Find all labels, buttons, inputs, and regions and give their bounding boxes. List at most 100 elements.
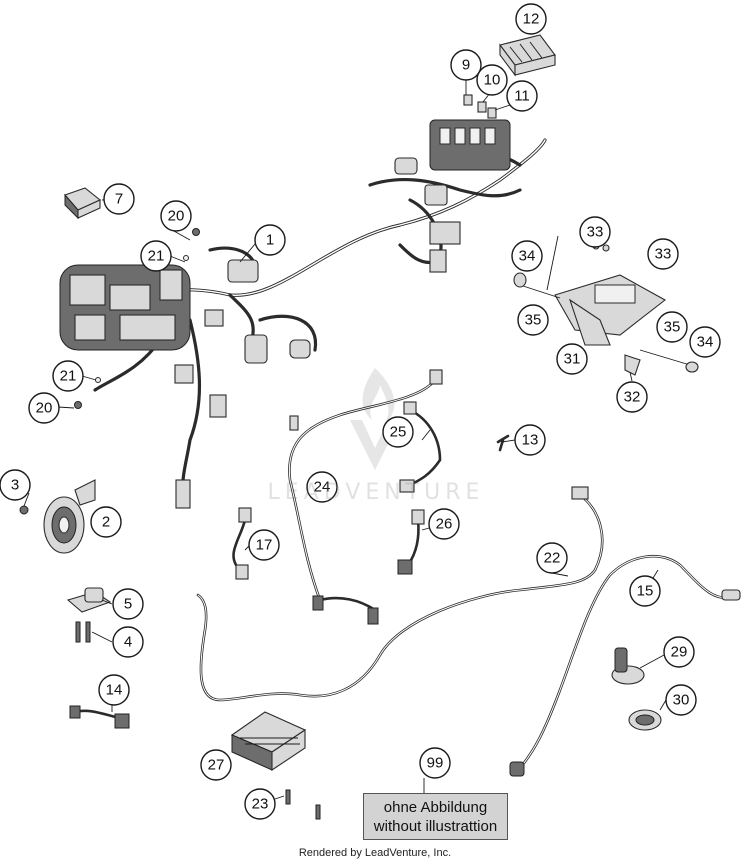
bolt-20-bottom (74, 401, 82, 409)
ignition-lock (611, 647, 645, 685)
callout-34-right: 34 (689, 326, 721, 358)
callout-21-top: 21 (140, 240, 172, 272)
svg-text:33: 33 (587, 224, 604, 241)
svg-text:35: 35 (664, 319, 681, 336)
svg-text:21: 21 (60, 368, 77, 385)
callout-17: 17 (248, 529, 280, 561)
cable-15 (509, 554, 741, 777)
callout-35-left: 35 (517, 304, 549, 336)
svg-text:13: 13 (522, 432, 539, 449)
svg-text:4: 4 (124, 634, 132, 651)
callout-32: 32 (616, 381, 648, 413)
note-line-2: without illustrattion (373, 817, 498, 835)
svg-text:10: 10 (484, 72, 501, 89)
svg-text:24: 24 (314, 479, 331, 496)
main-wiring-harness (59, 119, 547, 509)
callout-12: 12 (515, 3, 547, 35)
callout-35-right: 35 (656, 311, 688, 343)
svg-text:22: 22 (544, 550, 561, 567)
svg-text:9: 9 (462, 57, 470, 74)
nut (19, 505, 29, 515)
callout-30: 30 (665, 684, 697, 716)
callout-29: 29 (663, 636, 695, 668)
mounting-bracket (513, 242, 699, 376)
note-box: ohne Abbildung without illustrattion (363, 793, 508, 840)
callout-24: 24 (306, 471, 338, 503)
svg-text:3: 3 (11, 477, 19, 494)
svg-text:12: 12 (523, 11, 540, 28)
watermark-text: LEADVENTURE (267, 480, 485, 505)
callout-4: 4 (112, 626, 144, 658)
callout-23: 23 (244, 788, 276, 820)
svg-text:23: 23 (252, 796, 269, 813)
callout-22: 22 (536, 542, 568, 574)
callout-25: 25 (382, 416, 414, 448)
svg-text:33: 33 (655, 246, 672, 263)
footer-credit: Rendered by LeadVenture, Inc. (298, 847, 452, 859)
horn (43, 479, 96, 554)
callout-3: 3 (0, 469, 31, 501)
callout-21-bottom: 21 (52, 360, 84, 392)
relay (64, 187, 102, 220)
svg-text:35: 35 (525, 312, 542, 329)
callout-9: 9 (450, 49, 482, 81)
callout-13: 13 (514, 424, 546, 456)
callout-2: 2 (90, 506, 122, 538)
cable-tie (496, 434, 510, 452)
svg-text:99: 99 (427, 755, 444, 772)
svg-text:29: 29 (671, 644, 688, 661)
svg-text:11: 11 (514, 88, 530, 105)
callout-7: 7 (103, 183, 135, 215)
svg-text:2: 2 (102, 514, 110, 531)
svg-text:30: 30 (673, 692, 690, 709)
svg-text:34: 34 (519, 248, 536, 265)
svg-text:1: 1 (266, 232, 274, 249)
svg-text:25: 25 (390, 424, 407, 441)
svg-text:26: 26 (436, 516, 453, 533)
note-line-1: ohne Abbildung (383, 798, 488, 816)
callout-34-left: 34 (511, 240, 543, 272)
fuse-9 (463, 94, 473, 106)
sensor-cable-14 (69, 705, 130, 729)
cable-25 (399, 401, 442, 493)
svg-text:14: 14 (106, 682, 123, 699)
callout-15: 15 (629, 575, 661, 607)
clip (289, 415, 299, 431)
cable-22 (196, 486, 604, 702)
fuse-10 (477, 101, 487, 113)
callout-1: 1 (254, 224, 286, 256)
svg-text:21: 21 (148, 248, 165, 265)
svg-text:34: 34 (697, 334, 714, 351)
svg-text:27: 27 (208, 757, 225, 774)
bolt-20-top (192, 228, 200, 236)
svg-text:15: 15 (637, 583, 654, 600)
callout-33-right: 33 (647, 238, 679, 270)
callout-20-top: 20 (160, 200, 192, 232)
callout-33-left: 33 (579, 216, 611, 248)
svg-text:5: 5 (124, 596, 132, 613)
callout-31: 31 (556, 343, 588, 375)
callout-11: 11 (506, 80, 538, 112)
fuse-11 (487, 107, 497, 119)
washer-21-bottom (95, 377, 101, 383)
voltage-regulator (230, 711, 321, 820)
callout-20-bottom: 20 (28, 392, 60, 424)
callout-26: 26 (428, 508, 460, 540)
fuse-block (499, 34, 556, 77)
cable-26 (397, 509, 425, 575)
svg-text:20: 20 (168, 208, 185, 225)
sensor-bracket (66, 587, 112, 643)
svg-text:31: 31 (564, 351, 581, 368)
cable-24 (288, 369, 443, 625)
svg-text:17: 17 (256, 537, 273, 554)
svg-text:32: 32 (624, 389, 641, 406)
callout-14: 14 (98, 674, 130, 706)
washer-21-top (183, 255, 189, 261)
cable-17 (232, 507, 252, 580)
callout-27: 27 (200, 749, 232, 781)
callout-5: 5 (112, 588, 144, 620)
svg-text:20: 20 (36, 400, 53, 417)
callout-99: 99 (419, 747, 451, 779)
lock-ring (628, 709, 662, 731)
